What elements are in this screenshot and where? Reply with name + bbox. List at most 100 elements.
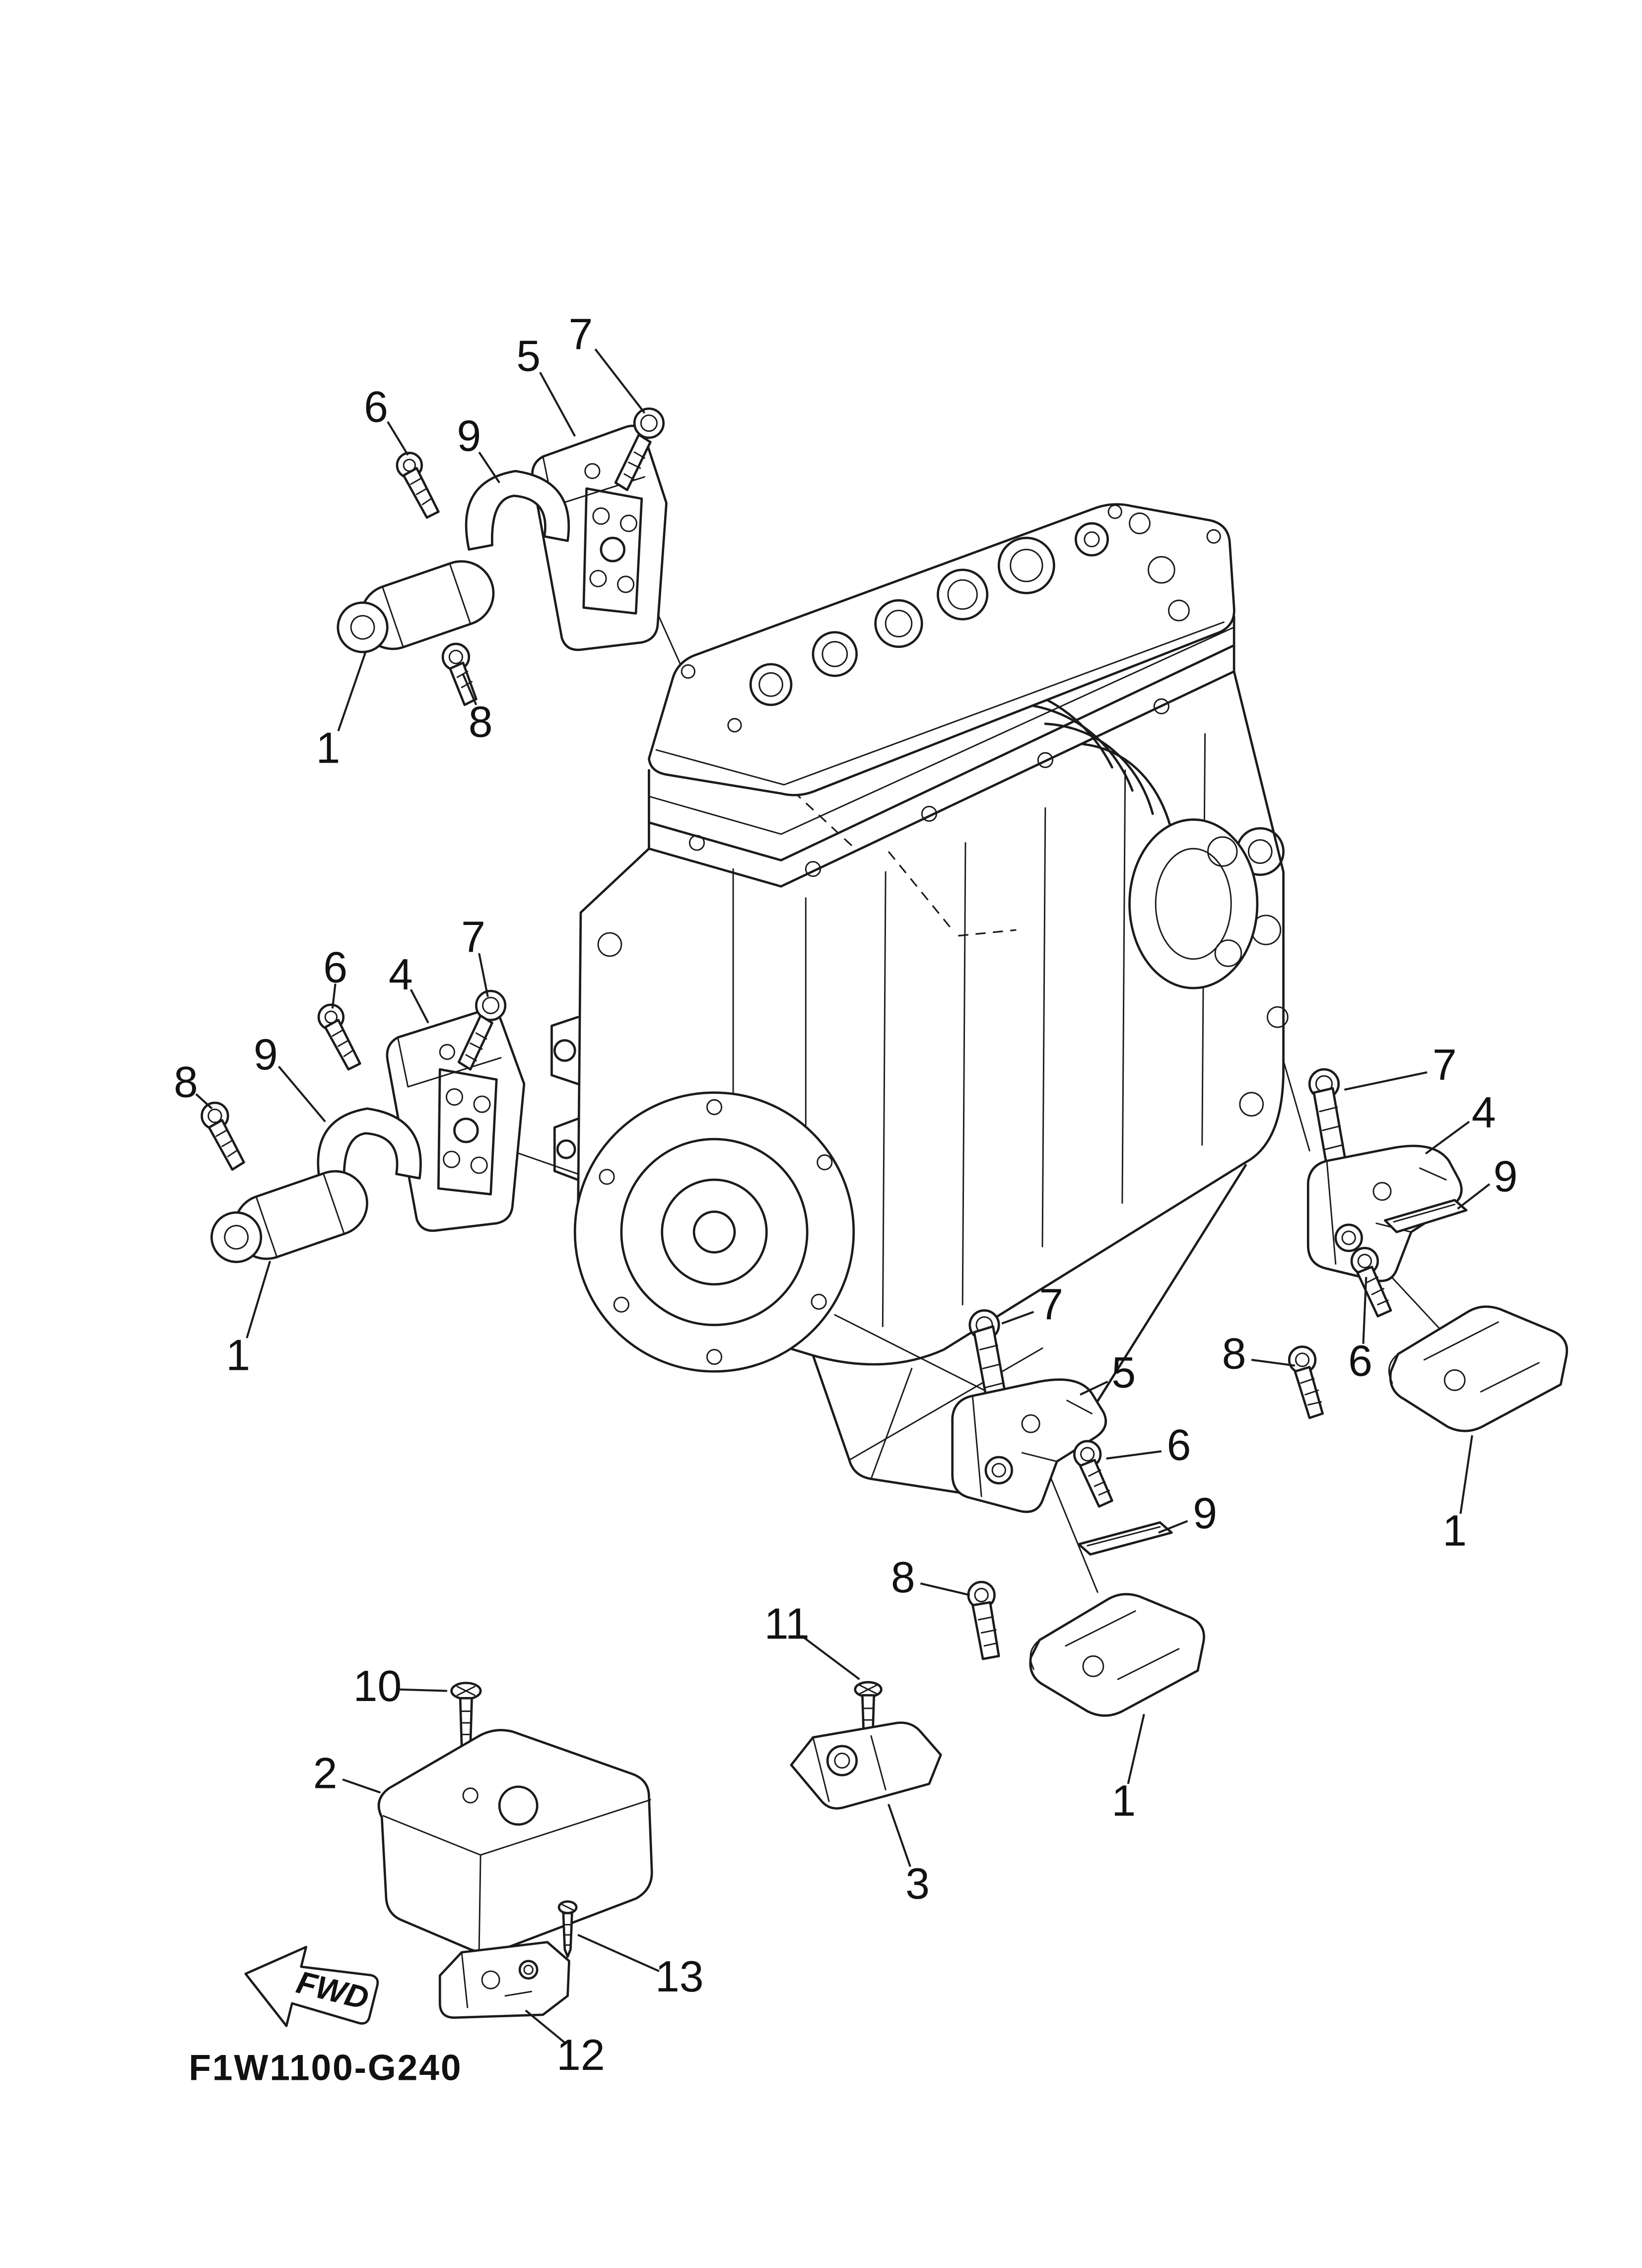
callout-part-9: 9: [1494, 1152, 1518, 1201]
flywheel-housing: [573, 1091, 855, 1373]
part-screw-8: [201, 1101, 245, 1171]
part-shim-9: [1383, 1199, 1468, 1233]
callout-part-5: 5: [1111, 1348, 1136, 1397]
callout-part-7: 7: [461, 913, 485, 961]
callout-part-9: 9: [254, 1030, 278, 1079]
callout-leader-8: [195, 1093, 213, 1110]
callout-leader-5: [539, 371, 576, 437]
valve-cover: [648, 503, 1235, 796]
part-bracket-3: [790, 1721, 942, 1810]
part-damper-1: [337, 560, 495, 653]
callout-part-9: 9: [1193, 1489, 1217, 1538]
cover-assembly: FWD: [244, 1682, 653, 2027]
part-shim-9: [317, 1107, 422, 1189]
callout-part-5: 5: [516, 332, 541, 380]
callout-part-12: 12: [556, 2031, 605, 2079]
part-screw-8: [1288, 1346, 1324, 1419]
diagram-code: F1W1100-G240: [189, 2048, 462, 2088]
callout-part-7: 7: [569, 310, 593, 358]
callout-part-4: 4: [389, 950, 413, 999]
callout-leader-4: [410, 989, 429, 1024]
part-screw-6: [396, 451, 440, 519]
callout-part-8: 8: [469, 698, 493, 746]
callout-leader-6: [387, 421, 409, 456]
part-mount-1: [1388, 1305, 1569, 1432]
callout-part-8: 8: [174, 1058, 198, 1106]
callout-leader-9: [1457, 1183, 1491, 1210]
mount-assembly-mid-left: [201, 990, 526, 1264]
part-bolt-7: [614, 407, 665, 492]
callout-leader-8: [1251, 1358, 1296, 1367]
callout-leader-1: [246, 1261, 271, 1339]
part-bolt-7: [1308, 1068, 1349, 1177]
callout-part-6: 6: [1167, 1421, 1191, 1470]
callout-leader-1: [1127, 1714, 1145, 1784]
callout-leader-6: [1362, 1277, 1368, 1344]
callout-part-7: 7: [1039, 1280, 1063, 1329]
callout-leader-10: [399, 1688, 447, 1692]
callout-leader-7: [1344, 1071, 1428, 1091]
callout-part-7: 7: [1433, 1040, 1457, 1089]
callout-part-8: 8: [1222, 1329, 1246, 1378]
part-bolt-7: [457, 990, 507, 1071]
callout-part-6: 6: [323, 943, 347, 992]
part-damper-1: [210, 1170, 368, 1264]
callout-leader-5: [1080, 1380, 1108, 1396]
callout-leader-6: [1106, 1450, 1162, 1460]
callout-part-1: 1: [316, 724, 341, 773]
callout-part-11: 11: [764, 1599, 810, 1648]
mount-assembly-top-left: [337, 407, 668, 707]
callout-leader-7: [478, 953, 489, 997]
part-screw-6: [317, 1003, 361, 1071]
callout-leader-9: [278, 1065, 326, 1123]
callout-leader-9: [478, 451, 500, 484]
part-bracket-12: [438, 1941, 570, 2019]
plate-assembly: [790, 1681, 942, 1810]
part-bracket-5: [531, 425, 668, 651]
callout-leader-6: [331, 984, 337, 1009]
callout-part-1: 1: [1442, 1506, 1467, 1555]
part-screw-13: [557, 1900, 578, 1958]
part-shim-9: [465, 470, 570, 551]
callout-part-1: 1: [226, 1331, 250, 1379]
part-bracket-5: [951, 1378, 1107, 1513]
callout-part-6: 6: [1348, 1337, 1372, 1385]
cylinder-head: [648, 615, 1235, 888]
callout-part-6: 6: [364, 382, 388, 431]
callout-leader-4: [1425, 1121, 1470, 1155]
fwd-label: FWD: [293, 1964, 373, 2016]
callout-part-3: 3: [905, 1859, 930, 1908]
callout-leader-8: [920, 1582, 970, 1596]
callout-part-4: 4: [1472, 1088, 1496, 1137]
callout-leader-1: [337, 650, 367, 732]
fwd-arrow: FWD: [244, 1946, 379, 2027]
part-screw-6: [1073, 1440, 1113, 1508]
callout-leader-8: [462, 674, 478, 706]
part-bracket-4: [386, 1008, 526, 1232]
callout-part-2: 2: [313, 1749, 338, 1798]
engine-illustration: [510, 503, 1441, 1593]
callout-leader-3: [888, 1804, 911, 1867]
part-cover-2: [377, 1729, 653, 1954]
callout-part-10: 10: [353, 1662, 402, 1710]
callout-leader-1: [1459, 1435, 1473, 1514]
callout-leader-7: [1001, 1311, 1034, 1325]
part-screw-8: [967, 1580, 1000, 1660]
callout-part-9: 9: [457, 412, 481, 460]
callout-leader-11: [801, 1634, 860, 1680]
part-shim-9: [1077, 1521, 1173, 1556]
callout-leader-13: [577, 1934, 660, 1973]
callout-part-13: 13: [655, 1952, 704, 2001]
callout-leader-9: [1158, 1520, 1188, 1534]
callout-part-8: 8: [891, 1553, 915, 1602]
callout-leader-2: [342, 1778, 381, 1794]
mount-assembly-bottom-center: [951, 1309, 1205, 1717]
part-bracket-4: [1306, 1144, 1463, 1282]
callout-part-1: 1: [1111, 1776, 1136, 1825]
part-mount-1: [1029, 1593, 1205, 1717]
callout-leader-7: [594, 348, 646, 414]
mount-assembly-right: [1288, 1068, 1569, 1432]
